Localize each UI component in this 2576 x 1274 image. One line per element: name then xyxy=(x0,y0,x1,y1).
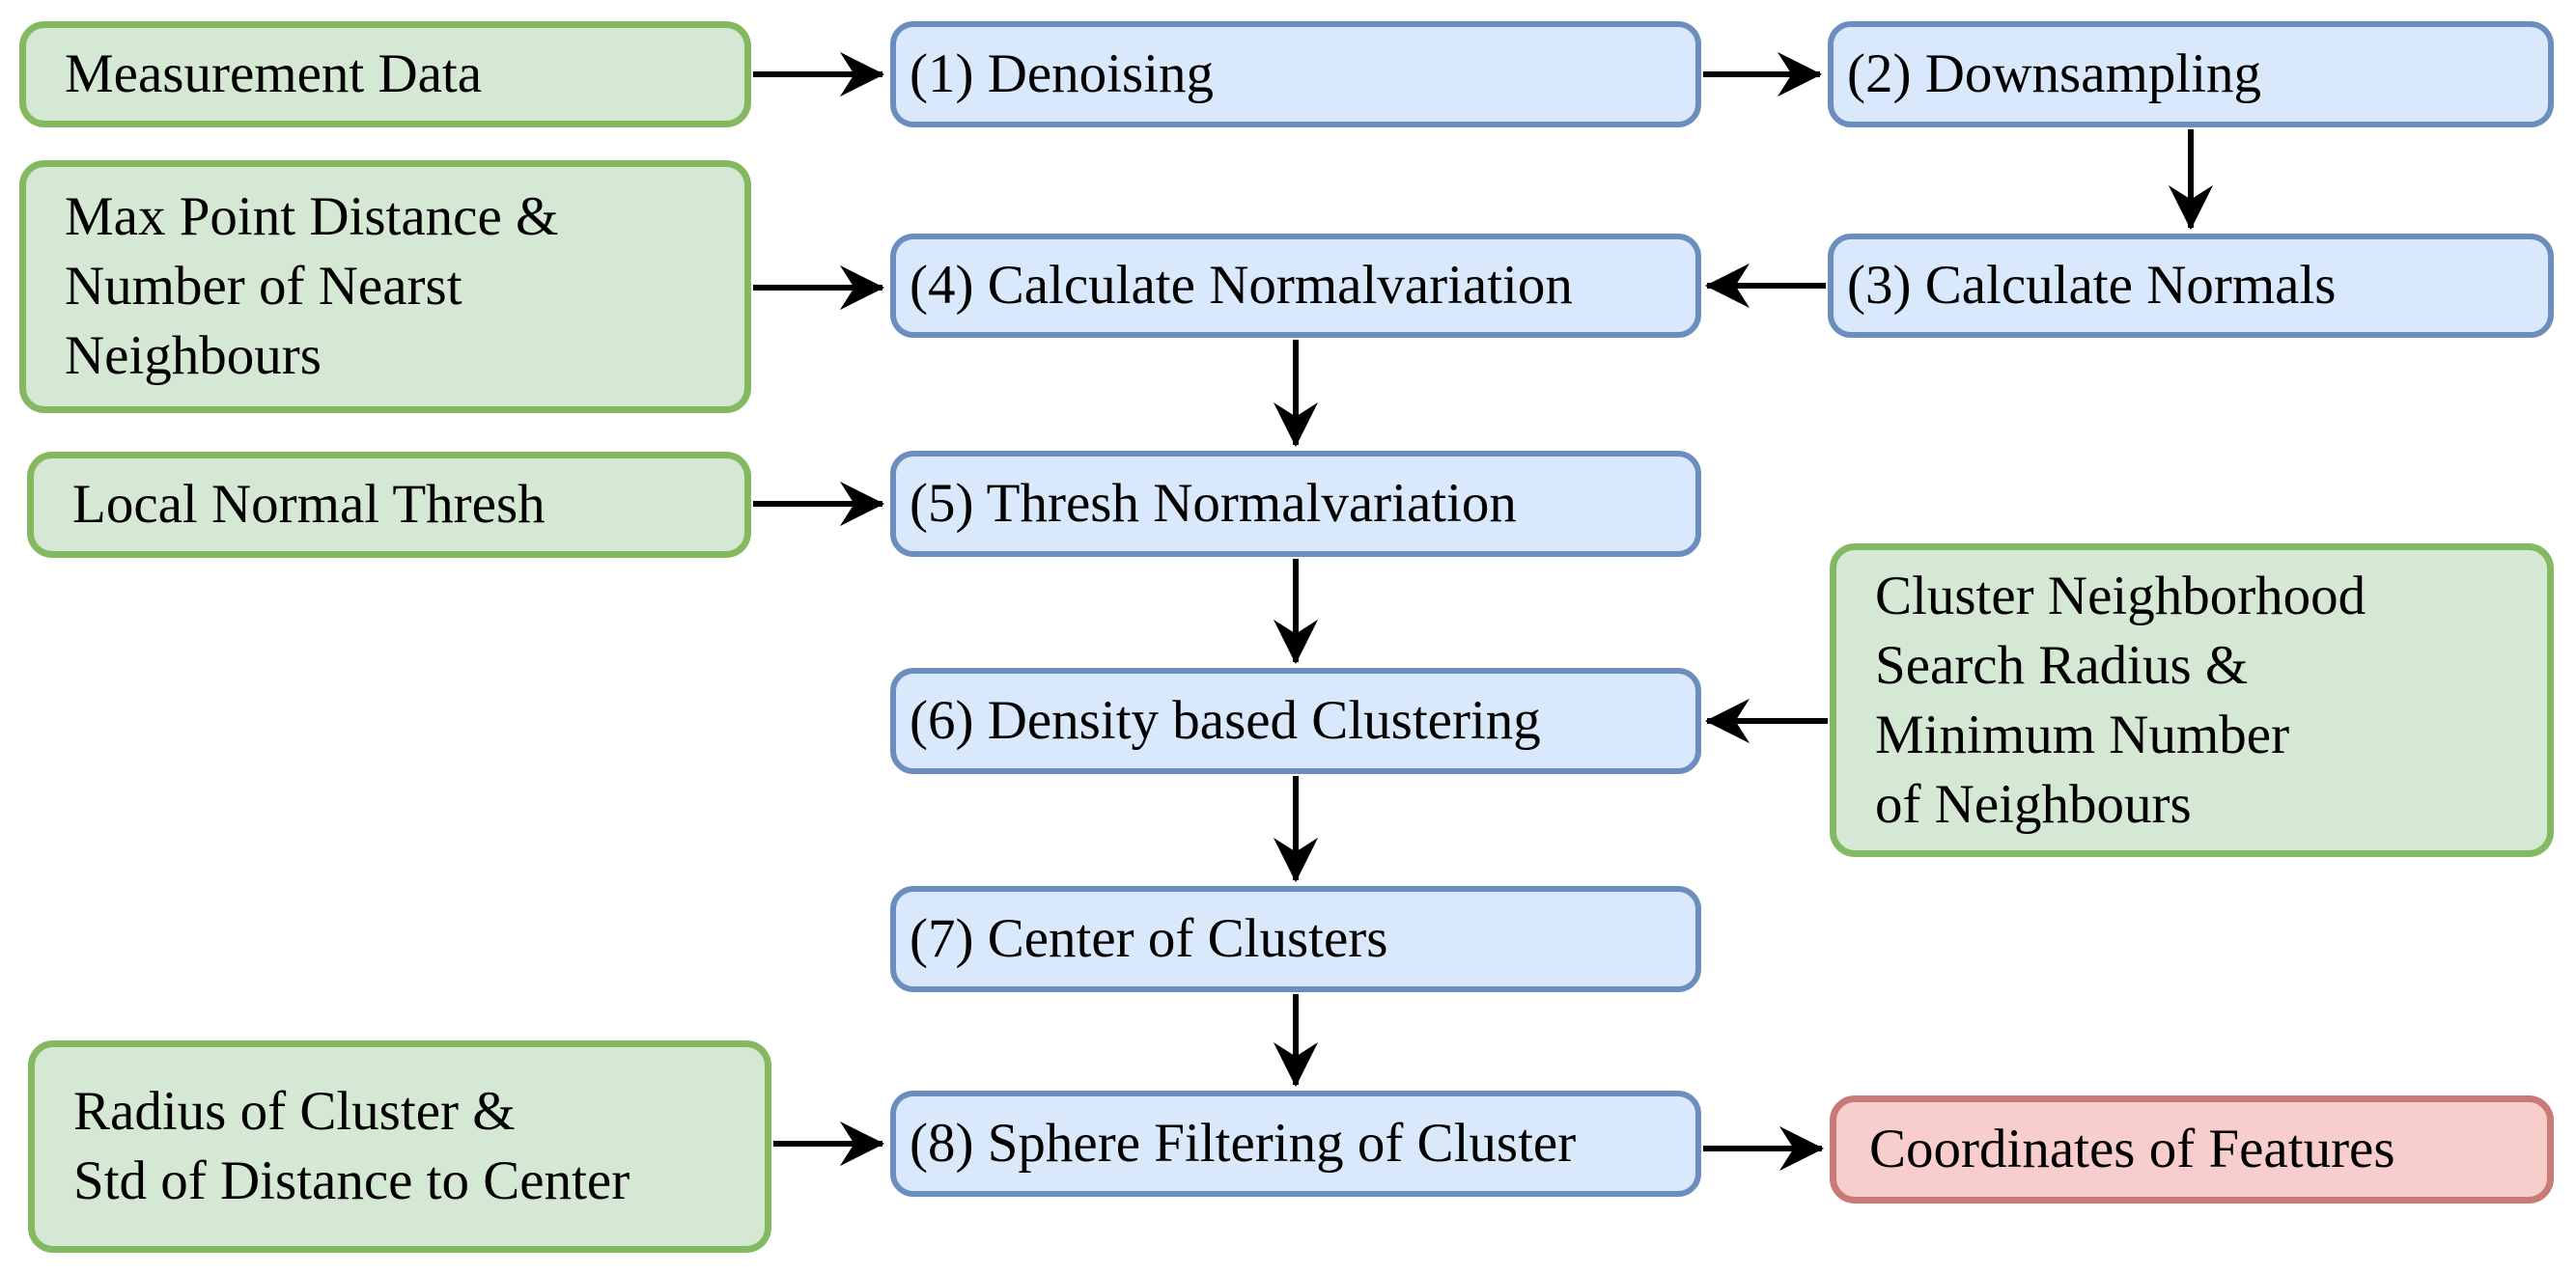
node-downsampling: (2) Downsampling xyxy=(1828,21,2554,127)
node-calculate-normals: (3) Calculate Normals xyxy=(1828,234,2554,338)
node-denoising: (1) Denoising xyxy=(890,21,1701,127)
node-sphere-filtering: (8) Sphere Filtering of Cluster xyxy=(890,1091,1701,1197)
node-cluster-neighborhood: Cluster Neighborhood Search Radius & Min… xyxy=(1830,543,2554,857)
node-thresh-normalvariation: (5) Thresh Normalvariation xyxy=(890,451,1701,557)
node-coordinates-of-features: Coordinates of Features xyxy=(1830,1095,2554,1204)
node-max-point-distance: Max Point Distance & Number of Nearst Ne… xyxy=(19,160,751,413)
node-center-of-clusters: (7) Center of Clusters xyxy=(890,886,1701,992)
node-calculate-normalvariation: (4) Calculate Normalvariation xyxy=(890,234,1701,338)
node-radius-of-cluster: Radius of Cluster & Std of Distance to C… xyxy=(28,1040,771,1253)
node-local-normal-thresh: Local Normal Thresh xyxy=(27,452,751,558)
node-density-based-clustering: (6) Density based Clustering xyxy=(890,668,1701,774)
node-measurement-data: Measurement Data xyxy=(19,21,751,127)
